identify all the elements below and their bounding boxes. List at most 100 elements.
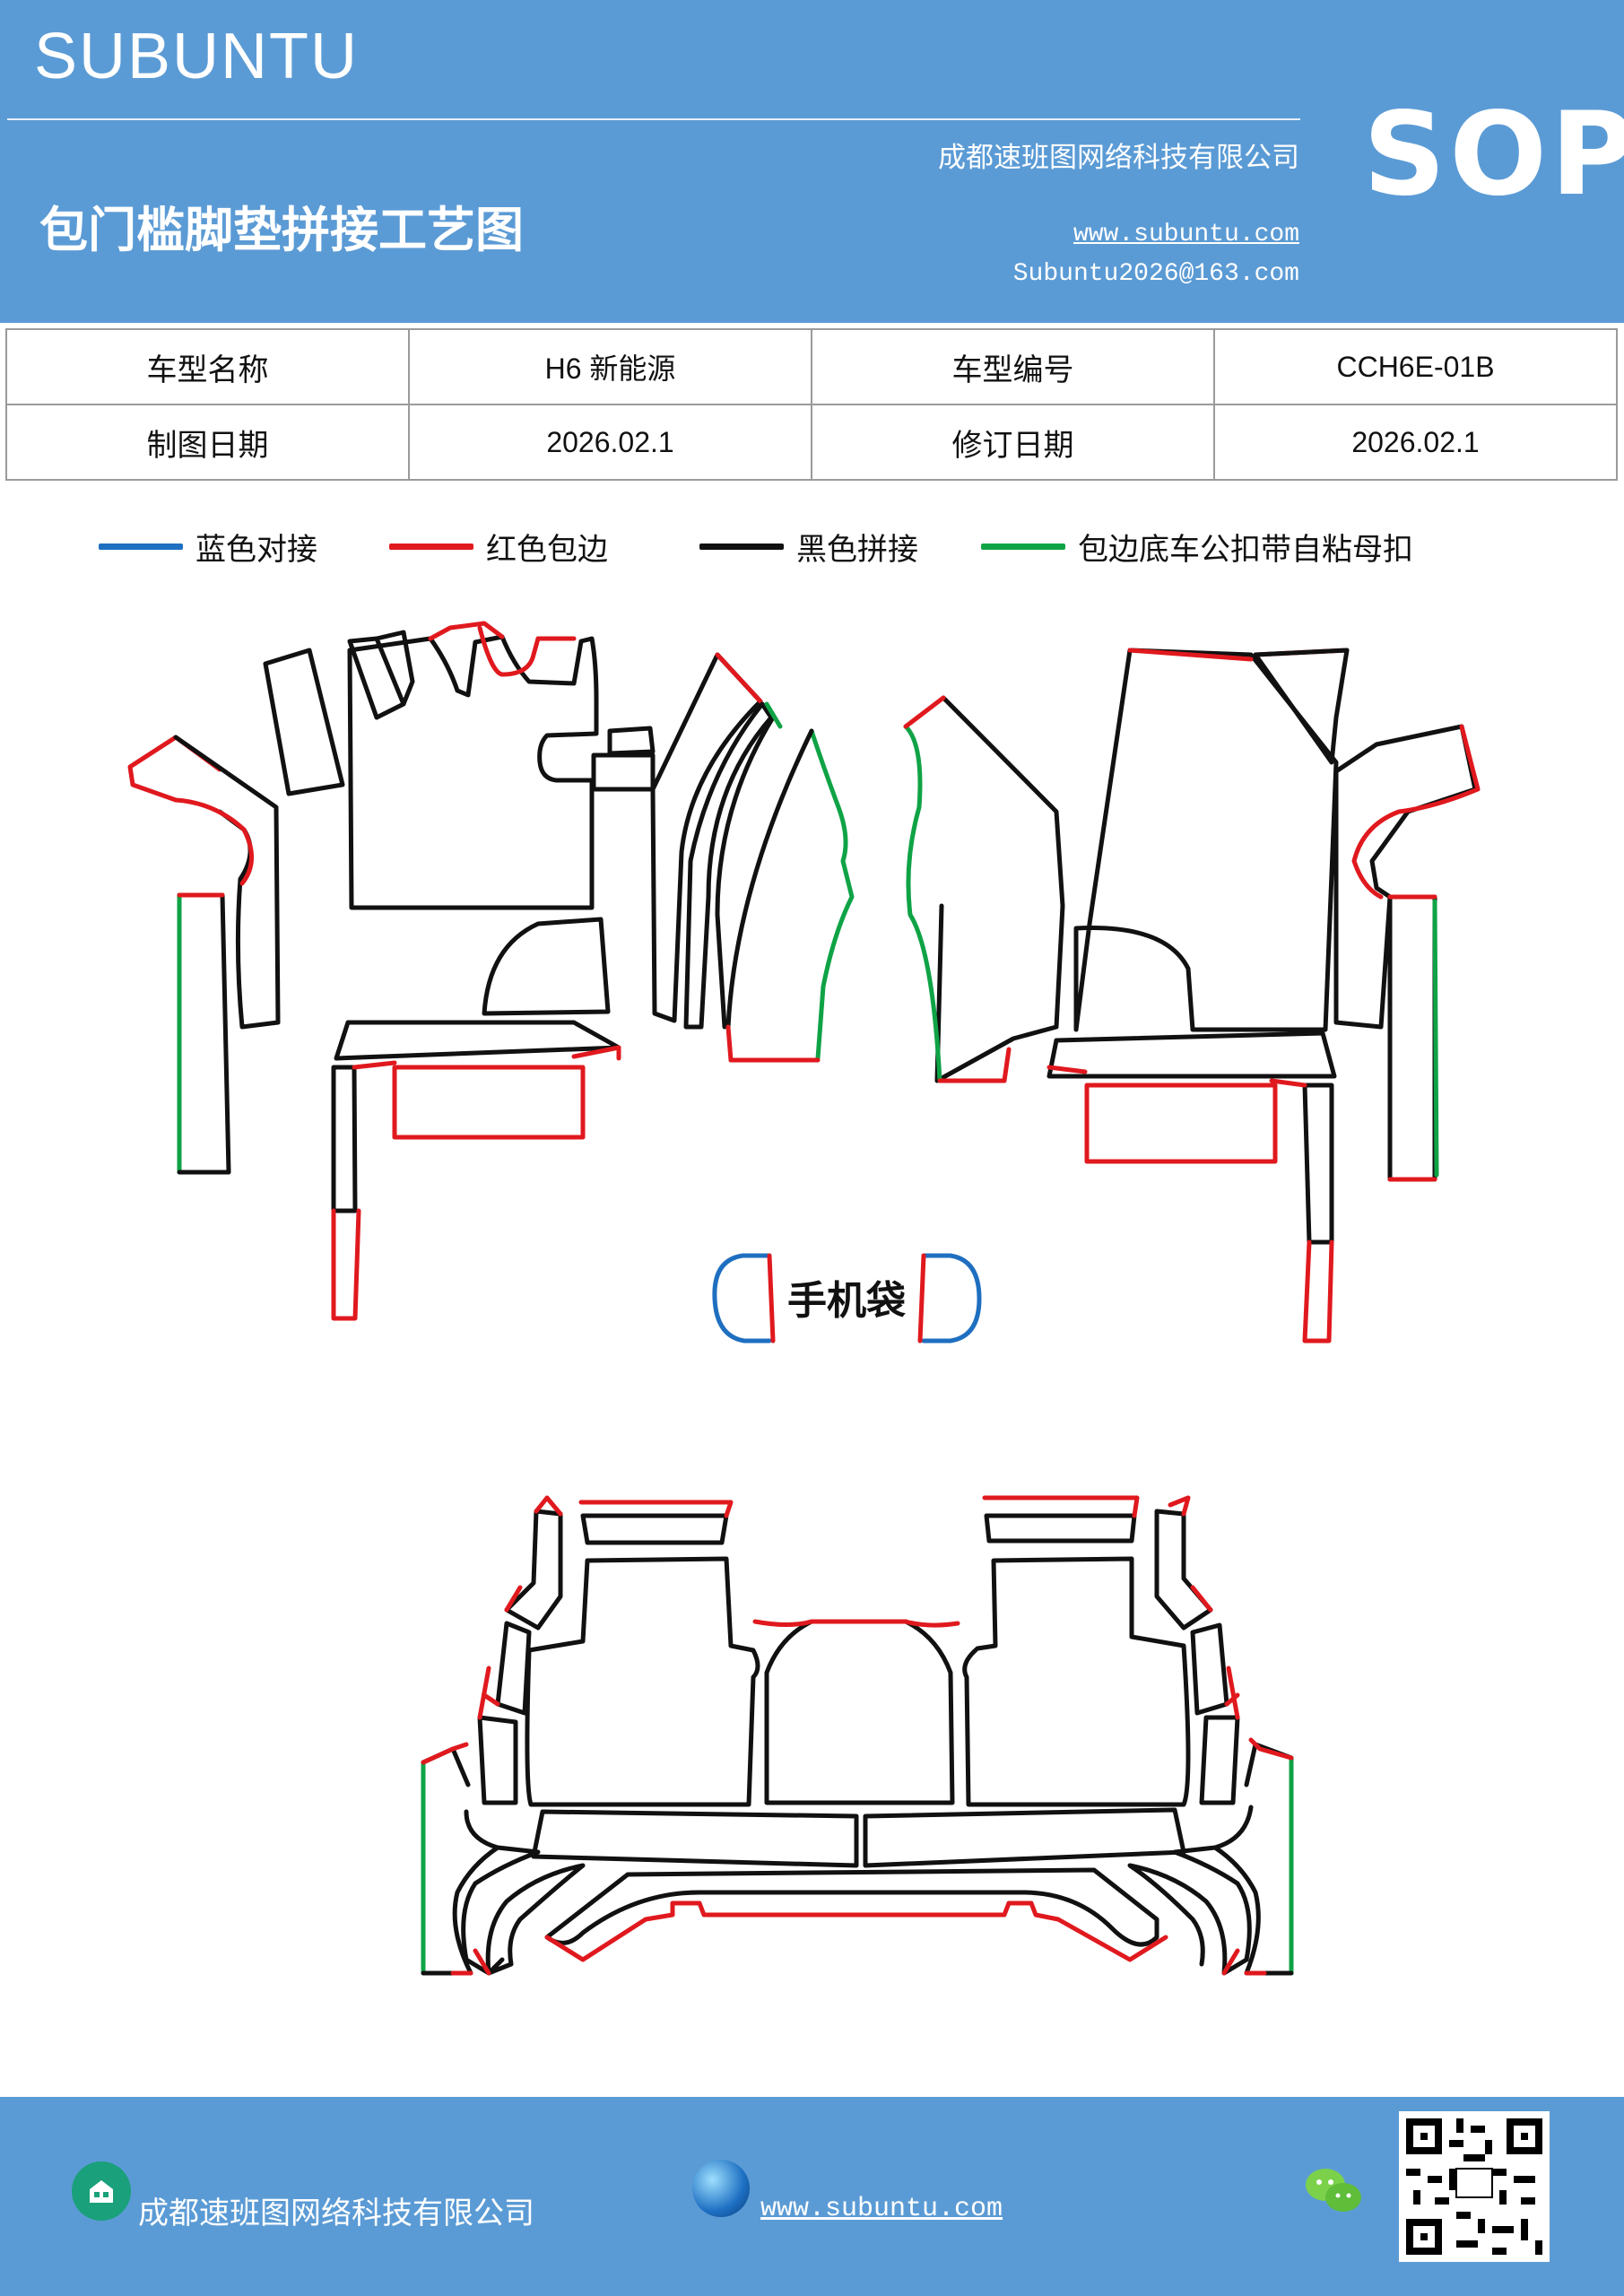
- front-right-mat-group: [903, 648, 1481, 1344]
- pocket-left-cap: [712, 1253, 772, 1344]
- mat-piece-outline: [1333, 724, 1478, 1030]
- table-row: 车型名称 H6 新能源 车型编号 CCH6E-01B: [5, 328, 1618, 405]
- color-legend: 蓝色对接 红色包边 黑色拼接 包边底车公扣带自粘母扣: [0, 525, 1624, 578]
- door-strip-green: [903, 724, 942, 1083]
- header-divider: [7, 118, 1300, 120]
- rear-curve-left: [461, 1809, 586, 1976]
- legend-label: 蓝色对接: [195, 532, 317, 568]
- mat-top-edge: [428, 621, 577, 677]
- rear-curve-right: [1127, 1805, 1254, 1976]
- table-row: 制图日期 2026.02.1 修订日期 2026.02.1: [5, 404, 1618, 481]
- door-strip: [715, 715, 776, 1030]
- rear-left-outer-black: [421, 1746, 500, 1976]
- door-strip: [683, 701, 774, 1030]
- mat-piece-outline: [173, 797, 254, 886]
- building-icon: [72, 2161, 131, 2221]
- door-strip: [177, 892, 231, 1175]
- rear-top-right-piece: [984, 1513, 1137, 1544]
- legend-swatch-red: [389, 544, 473, 550]
- brand-name: SUBUNTU: [34, 21, 360, 92]
- door-strip-green: [764, 701, 855, 1061]
- phone-pocket: 手机袋: [712, 1253, 982, 1344]
- pocket-right-cap: [921, 1253, 982, 1344]
- mat-piece-outline: [591, 726, 656, 792]
- legend-item-red: 红色包边: [389, 525, 608, 569]
- mat-piece-outline: [1351, 724, 1481, 900]
- building-icon-glyph: [90, 2180, 113, 2203]
- door-strip-red: [903, 695, 1012, 1083]
- rear-bottom-tray: [544, 1867, 1159, 1947]
- rear-left-side-red: [477, 1495, 563, 1720]
- rear-seat-center: [764, 1619, 955, 1805]
- wechat-icon: [1306, 2169, 1361, 2212]
- rear-right-side-strips: [1154, 1509, 1240, 1805]
- mat-piece-outline: [334, 1020, 621, 1061]
- value-drawing-date: 2026.02.1: [408, 404, 812, 481]
- globe-icon: [692, 2160, 750, 2217]
- rear-seat-right: [962, 1556, 1191, 1807]
- door-strip-red: [715, 652, 763, 704]
- pocket-left-edge: [767, 1253, 776, 1344]
- value-model-code: CCH6E-01B: [1213, 328, 1618, 405]
- door-strip: [1387, 894, 1437, 1182]
- legend-label: 包边底车公扣带自粘母扣: [1078, 532, 1413, 568]
- mat-piece-outline: [263, 648, 345, 796]
- rear-right-outer-red: [1221, 1737, 1294, 1976]
- rear-right-outer-black: [1212, 1742, 1294, 1976]
- rear-mat-group: [421, 1495, 1294, 1976]
- rear-left-side-strips: [477, 1509, 563, 1805]
- sill-strip-red: [331, 1060, 397, 1321]
- label-model-name: 车型名称: [5, 328, 410, 405]
- label-revision-date: 修订日期: [811, 404, 1215, 481]
- door-strip: [650, 652, 763, 1023]
- door-strip: [725, 728, 814, 1030]
- door-strip: [934, 695, 1065, 1083]
- sill-strip: [331, 1065, 358, 1213]
- rear-right-side-red: [1168, 1495, 1240, 1720]
- sill-strip-red: [1269, 1078, 1334, 1344]
- header-company: 成都速班图网络科技有限公司: [938, 142, 1299, 174]
- header-website-link[interactable]: www.subuntu.com: [1073, 221, 1299, 248]
- door-strip-red: [725, 1024, 821, 1063]
- header-banner: SUBUNTU SOP 成都速班图网络科技有限公司 包门槛脚垫拼接工艺图 www…: [0, 0, 1624, 323]
- legend-label: 黑色拼接: [796, 532, 918, 568]
- mat-piece-outline: [1253, 648, 1350, 765]
- rear-top-right-piece-red: [982, 1495, 1140, 1518]
- rear-top-left-piece-red: [578, 1500, 734, 1518]
- value-revision-date: 2026.02.1: [1213, 404, 1618, 481]
- mat-piece-outline: [1046, 1031, 1337, 1079]
- mat-piece-outline: [347, 634, 599, 910]
- door-strip-red: [1387, 894, 1437, 1182]
- footer-company: 成都速班图网络科技有限公司: [138, 2196, 534, 2231]
- qr-code-icon[interactable]: [1399, 2111, 1550, 2262]
- front-left-mat-group: [127, 621, 656, 1321]
- left-door-strips: [650, 652, 855, 1063]
- legend-swatch-green: [981, 544, 1065, 550]
- legend-swatch-blue: [99, 544, 183, 550]
- vehicle-info-table: 车型名称 H6 新能源 车型编号 CCH6E-01B 制图日期 2026.02.…: [5, 328, 1618, 481]
- mat-piece-outline: [347, 630, 415, 720]
- legend-swatch-black: [699, 544, 784, 550]
- mat-piece-outline: [1073, 648, 1339, 1032]
- sill-strip: [1302, 1083, 1334, 1245]
- footer-website-link[interactable]: www.subuntu.com: [760, 2194, 1003, 2224]
- rear-center-top-red: [752, 1619, 960, 1628]
- tray-red: [392, 1045, 621, 1140]
- rear-bottom-bar-left: [531, 1809, 859, 1868]
- legend-item-blue: 蓝色对接: [99, 525, 317, 569]
- legend-label: 红色包边: [486, 532, 608, 568]
- legend-item-black: 黑色拼接: [699, 525, 918, 569]
- rear-bottom-tray-red: [544, 1900, 1168, 1962]
- sop-badge: SOP: [1363, 88, 1624, 222]
- mat-piece-outline: [482, 917, 611, 1016]
- label-drawing-date: 制图日期: [5, 404, 410, 481]
- document-title: 包门槛脚垫拼接工艺图: [39, 202, 524, 258]
- phone-pocket-label: 手机袋: [787, 1278, 906, 1324]
- header-email[interactable]: Subuntu2026@163.com: [1012, 260, 1299, 288]
- splicing-diagram: 手机袋: [127, 621, 1481, 1976]
- legend-item-green: 包边底车公扣带自粘母扣: [981, 525, 1413, 569]
- rear-bottom-bar-right: [863, 1807, 1186, 1868]
- tray-red: [1046, 1065, 1278, 1164]
- mat-piece-outline: [127, 735, 222, 803]
- pocket-right-edge: [917, 1253, 926, 1344]
